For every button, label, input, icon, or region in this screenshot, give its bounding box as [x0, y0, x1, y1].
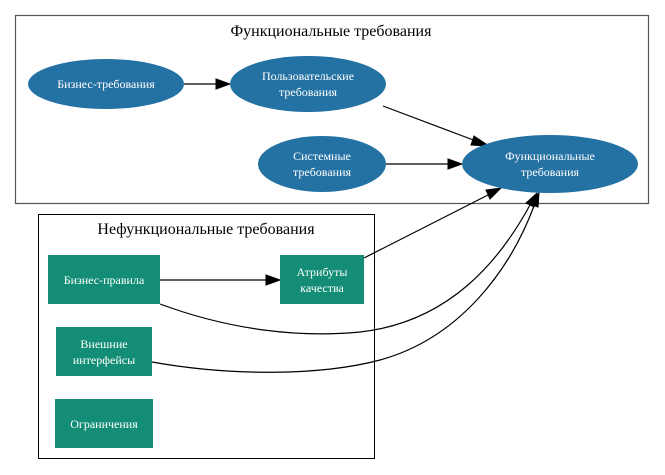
node-user-req[interactable]: Пользовательские требования: [230, 56, 386, 112]
cluster-nonfunctional-label: Нефункциональные требования: [97, 221, 315, 238]
node-business-req-shape: [28, 59, 184, 109]
edge-external-interfaces-to-functional-req: [151, 205, 535, 373]
node-business-req-label: Бизнес-требования: [57, 77, 155, 91]
node-quality-attrs[interactable]: Атрибуты качества: [280, 255, 364, 304]
node-external-interfaces[interactable]: Внешние интерфейсы: [56, 327, 152, 376]
arrowhead-icon: [485, 187, 503, 200]
node-system-req-label-line1: Системные: [293, 149, 351, 163]
node-system-req-label-line2: требования: [293, 165, 352, 179]
edges: [151, 78, 540, 373]
node-constraints[interactable]: Ограничения: [55, 399, 153, 448]
node-external-interfaces-label-line1: Внешние: [80, 337, 127, 351]
node-quality-attrs-label-line1: Атрибуты: [297, 265, 348, 279]
node-external-interfaces-label-line2: интерфейсы: [73, 353, 135, 367]
edge-business-rules-to-functional-req: [159, 204, 531, 335]
node-system-req-shape: [258, 136, 386, 192]
node-quality-attrs-shape: [280, 255, 364, 304]
node-user-req-label-line1: Пользовательские: [262, 69, 354, 83]
cluster-functional-label: Функциональные требования: [231, 23, 433, 40]
arrowhead-icon: [447, 158, 464, 170]
node-business-rules-label: Бизнес-правила: [64, 273, 145, 287]
edge-quality-attrs-to-functional-req: [363, 194, 489, 259]
node-functional-req-label-line1: Функциональные: [505, 149, 595, 163]
node-external-interfaces-shape: [56, 327, 152, 376]
node-functional-req[interactable]: Функциональные требования: [462, 135, 638, 193]
node-system-req[interactable]: Системные требования: [258, 136, 386, 192]
node-functional-req-shape: [462, 135, 638, 193]
node-business-rules[interactable]: Бизнес-правила: [48, 255, 160, 304]
node-user-req-label-line2: требования: [279, 85, 338, 99]
arrowhead-icon: [265, 274, 282, 286]
node-quality-attrs-label-line2: качества: [300, 281, 344, 295]
arrowhead-icon: [529, 191, 540, 208]
arrowhead-icon: [215, 78, 232, 90]
node-business-req[interactable]: Бизнес-требования: [28, 59, 184, 109]
node-constraints-label: Ограничения: [70, 417, 138, 431]
edge-user-req-to-functional-req: [382, 105, 477, 142]
node-functional-req-label-line2: требования: [521, 165, 580, 179]
node-user-req-shape: [230, 56, 386, 112]
arrowhead-icon: [470, 135, 491, 147]
node-constraints-shape: [55, 399, 153, 448]
node-business-rules-shape: [48, 255, 160, 304]
